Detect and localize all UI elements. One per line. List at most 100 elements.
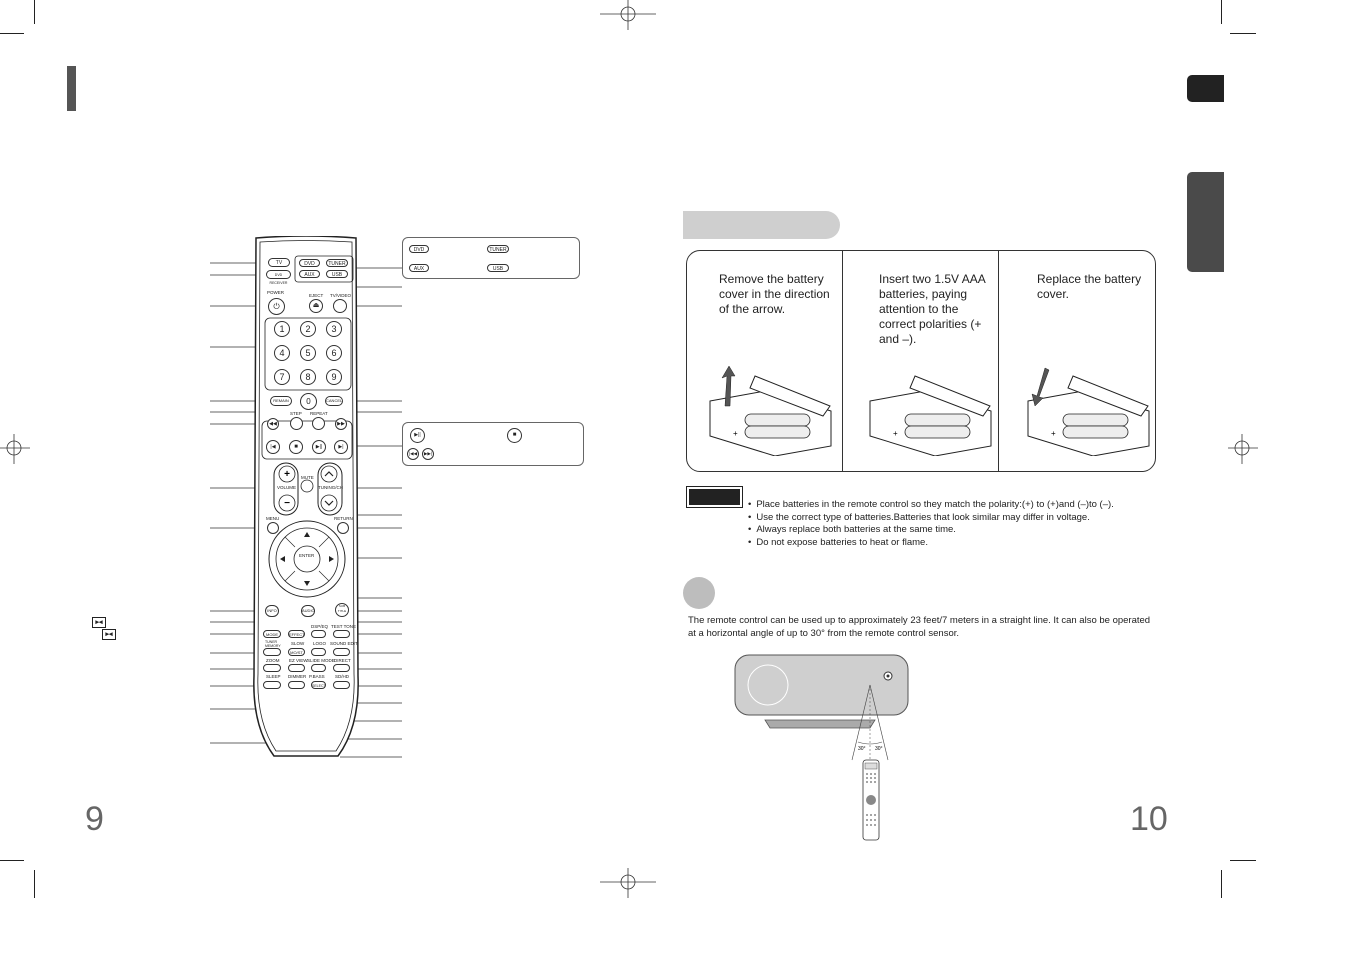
remote-control-body: + − [253,236,359,757]
function-usb: USB [487,264,509,272]
number-1-button[interactable]: 1 [274,321,290,337]
sleep-label: SLEEP [266,674,281,679]
sd-hd-button[interactable] [333,681,350,689]
usb-button[interactable]: USB [326,270,348,278]
title-bar [67,66,76,111]
dimmer-label: DIMMER [288,674,307,679]
step-button[interactable] [290,417,303,430]
play-pause-button[interactable]: ▶|| [312,440,326,454]
rewind-icon: ◀◀ [269,421,277,427]
zoom-label: ZOOM [266,658,280,663]
test-tone-label: TEST TONE [331,624,357,629]
note-item: Do not expose batteries to heat or flame… [748,537,1114,550]
audio-button[interactable]: AUDIO [301,605,315,617]
angle-label-left: 30° [858,746,866,752]
function-tuner: TUNER [487,245,509,253]
registration-mark [600,0,656,30]
logo-label: LOGO [313,641,327,646]
number-8-button[interactable]: 8 [300,369,316,385]
dimmer-button[interactable] [288,681,305,689]
menu-label: MENU [266,516,280,521]
tuning-ch-label: TUNING/CH [318,485,343,490]
dsp-eq-button[interactable] [311,630,326,638]
tuner-memory-button[interactable] [263,648,281,656]
power-label: POWER [267,290,285,295]
crop-mark [34,0,35,24]
crop-mark [1230,33,1256,34]
info-button[interactable]: INFO [265,605,279,617]
section-header-bar [683,211,840,239]
sound-edit-label: SOUND EDIT [330,641,358,646]
number-6-button[interactable]: 6 [326,345,342,361]
effect-button[interactable]: EFFECT [288,630,305,638]
number-2-button[interactable]: 2 [300,321,316,337]
page-number-right: 10 [1130,800,1168,838]
eject-button[interactable]: ⏏ [309,299,323,313]
range-description: The remote control can be used up to app… [688,615,1151,639]
slide-mode-button[interactable] [311,664,326,672]
cancel-button[interactable]: CANCEL [325,396,343,406]
logo-button[interactable] [311,648,326,656]
tuner-button[interactable]: TUNER [326,259,348,267]
power-button[interactable]: ⏻ [268,298,285,315]
skip-previous-icon: |◀◀ [407,448,419,460]
number-4-button[interactable]: 4 [274,345,290,361]
skip-forward-button[interactable]: ▶▶ [335,418,347,430]
menu-button[interactable] [267,522,279,534]
zoom-button[interactable] [263,664,281,672]
ez-view-button[interactable] [288,664,305,672]
dsp-eq-label: DSP/EQ [311,624,329,629]
tv-button[interactable]: TV [268,258,290,267]
return-button[interactable] [337,522,349,534]
remain-button[interactable]: REMAIN [270,396,292,406]
svg-text:+: + [1051,429,1056,438]
crop-mark [0,33,24,34]
next-button[interactable]: ▶| [334,440,348,454]
sd-hd-label: SD/HD [335,674,350,679]
enter-button[interactable] [299,550,315,570]
dvd-receiver-button[interactable]: DVD RECEIVER [266,270,291,285]
number-9-button[interactable]: 9 [326,369,342,385]
repeat-label: REPEAT [310,411,328,416]
note-item: Place batteries in the remote control so… [748,499,1113,512]
crop-mark [1230,860,1256,861]
slide-mode-label: SLIDE MODE [307,658,335,663]
tv-video-button[interactable] [333,299,347,313]
sleep-button[interactable] [263,681,281,689]
select-button[interactable]: SELECT [311,681,326,689]
play-pause-icon: ▶|| [410,428,425,443]
crop-mark [1221,0,1222,24]
mode-glyph-icon: ▸◂ [92,617,106,628]
dvd-button[interactable]: DVD [299,259,320,267]
slow-label: SLOW [291,641,305,646]
language-tab [1187,75,1224,102]
mode-glyph-icon: ▸◂ [102,629,116,640]
subtitle-button[interactable]: SUB TITLE [335,603,349,617]
crop-mark [0,860,24,861]
stop-button[interactable]: ■ [289,440,303,454]
test-tone-button[interactable] [333,630,350,638]
prev-button[interactable]: |◀ [266,440,280,454]
skip-next-icon: ▶▶| [422,448,434,460]
number-5-button[interactable]: 5 [300,345,316,361]
aux-button[interactable]: AUX [299,270,320,278]
direct-button[interactable] [333,664,350,672]
svg-text:+: + [733,429,738,438]
p-bass-label: P.BASS [309,674,325,679]
eject-icon: ⏏ [312,302,320,309]
skip-next-icon: ▶| [338,444,344,450]
skip-back-button[interactable]: ◀◀ [267,418,279,430]
mode-button[interactable]: MODE [263,630,281,638]
chapter-tab [1187,172,1224,272]
number-7-button[interactable]: 7 [274,369,290,385]
svg-text:+: + [284,469,290,480]
replace-cover-illustration: + [1027,367,1150,456]
mo-st-button[interactable]: MO/ST [288,648,305,656]
repeat-button[interactable] [312,417,325,430]
function-dvd: DVD [409,245,429,253]
sound-edit-button[interactable] [333,648,350,656]
number-3-button[interactable]: 3 [326,321,342,337]
volume-label: VOLUME [277,485,297,490]
battery-steps-box: Remove the battery cover in the directio… [686,250,1156,472]
number-0-button[interactable]: 0 [300,393,317,410]
